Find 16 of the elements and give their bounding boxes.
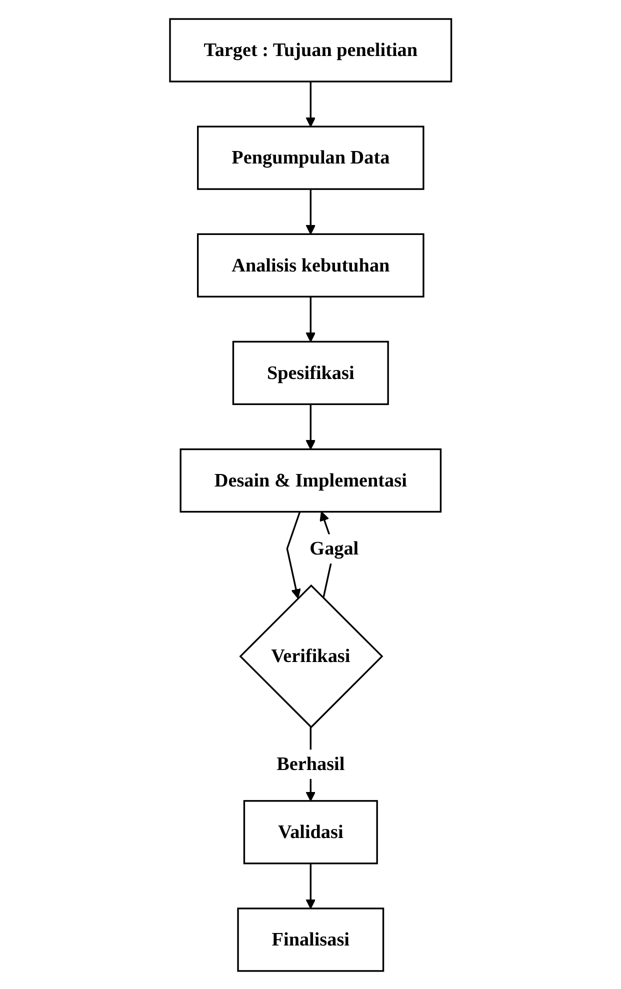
edge-label: Gagal <box>310 537 358 559</box>
edge-label: Berhasil <box>276 752 345 774</box>
node-box: Analisis kebutuhan <box>196 232 424 297</box>
node-diamond: Verifikasi <box>239 584 384 728</box>
arrow <box>306 296 316 342</box>
arrow <box>306 862 316 908</box>
arrow <box>306 81 316 127</box>
node-box: Target : Tujuan penelitian <box>169 18 452 82</box>
node-box: Finalisasi <box>237 907 384 972</box>
node-box: Spesifikasi <box>232 340 389 405</box>
node-box: Pengumpulan Data <box>196 125 424 190</box>
arrow <box>306 404 316 450</box>
node-box: Desain & Implementasi <box>180 448 442 512</box>
node-box: Validasi <box>243 800 378 864</box>
arrow <box>306 188 316 234</box>
arrow <box>286 510 301 598</box>
